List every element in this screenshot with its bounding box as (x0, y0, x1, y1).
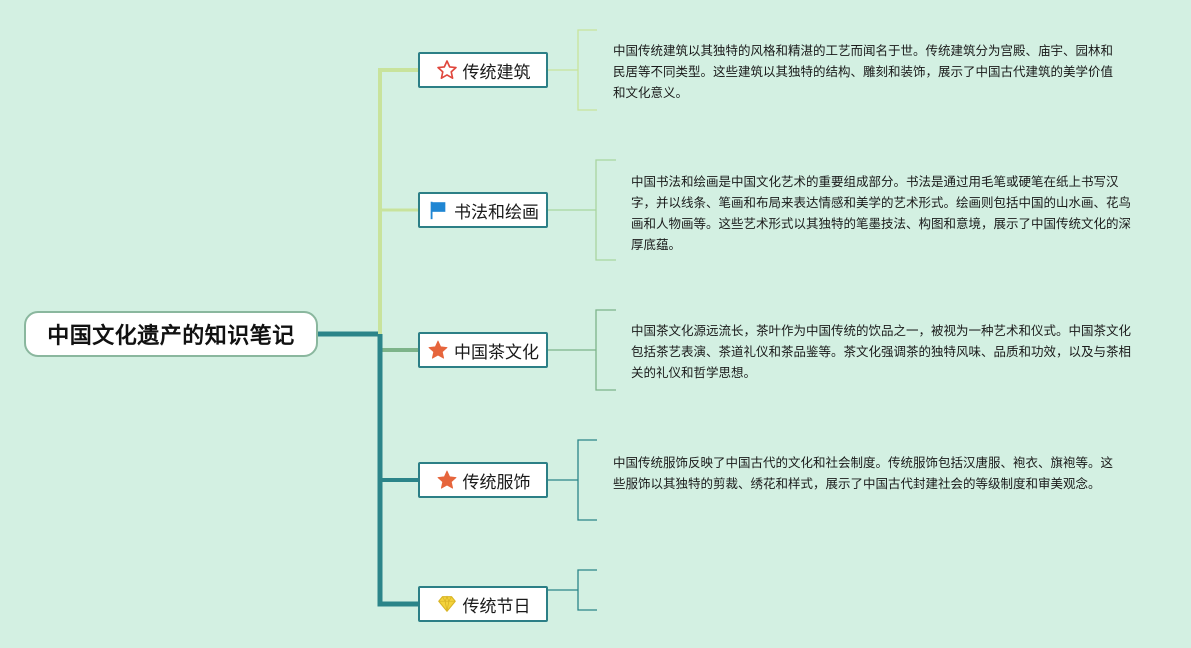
note-bracket-3 (548, 309, 616, 391)
note-bracket-2 (548, 159, 616, 261)
note-traditional-clothing: 中国传统服饰反映了中国古代的文化和社会制度。传统服饰包括汉唐服、袍衣、旗袍等。这… (613, 455, 1114, 491)
note-bracket-5 (548, 569, 597, 611)
branch-label: 传统服饰 (462, 472, 531, 493)
branch-tea-culture[interactable]: 中国茶文化 (418, 332, 548, 368)
connector-lower-spine (377, 334, 418, 607)
flag-icon (427, 199, 449, 221)
branch-label: 传统节日 (462, 596, 531, 617)
root-topic-label: 中国文化遗产的知识笔记 (47, 324, 295, 349)
note-calligraphy-painting: 中国书法和绘画是中国文化艺术的重要组成部分。书法是通过用毛笔或硬笔在纸上书写汉字… (631, 174, 1132, 252)
star-filled-icon (427, 339, 449, 361)
star-filled-icon (436, 469, 458, 491)
note-bracket-4 (548, 439, 597, 521)
diamond-icon (436, 593, 458, 615)
branch-label: 传统建筑 (462, 62, 531, 83)
star-outline-icon (436, 59, 458, 81)
note-bracket-1 (548, 29, 597, 111)
note-traditional-architecture: 中国传统建筑以其独特的风格和精湛的工艺而闻名于世。传统建筑分为宫殿、庙宇、园林和… (613, 43, 1114, 100)
branch-calligraphy-painting[interactable]: 书法和绘画 (418, 192, 548, 228)
note-tea-culture: 中国茶文化源远流长，茶叶作为中国传统的饮品之一，被视为一种艺术和仪式。中国茶文化… (631, 323, 1132, 380)
branch-traditional-clothing[interactable]: 传统服饰 (418, 462, 548, 498)
branch-label: 中国茶文化 (454, 342, 539, 363)
connector-upper-spine (378, 68, 418, 334)
root-topic[interactable]: 中国文化遗产的知识笔记 (24, 311, 318, 357)
branch-traditional-architecture[interactable]: 传统建筑 (418, 52, 548, 88)
branch-label: 书法和绘画 (454, 202, 539, 223)
branch-traditional-festivals[interactable]: 传统节日 (418, 586, 548, 622)
